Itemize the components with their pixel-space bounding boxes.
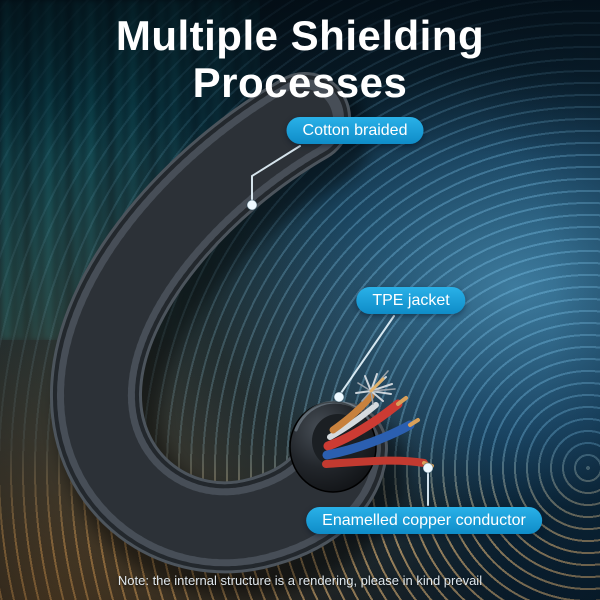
wire-blue — [322, 420, 415, 460]
wire-red-lower — [322, 456, 428, 468]
inner-wires — [322, 392, 434, 468]
wire-blue-tip — [408, 418, 420, 427]
wire-red — [323, 399, 403, 451]
callout-pill-cotton-braided: Cotton braided — [286, 117, 424, 144]
shield-fray — [355, 370, 396, 405]
leader-line-tpe — [340, 315, 395, 394]
title-line-1: Multiple Shielding — [115, 12, 485, 59]
callout-pill-tpe-jacket: TPE jacket — [356, 287, 466, 314]
page-title: Multiple Shielding Processes — [0, 12, 600, 106]
callout-dot-tpe — [333, 391, 345, 403]
disclaimer-note: Note: the internal structure is a render… — [117, 573, 483, 588]
callout-dot-conductor — [422, 462, 434, 474]
callout-dot-cotton — [246, 199, 258, 211]
wire-red-tip — [396, 396, 408, 406]
callout-leaders — [246, 145, 434, 506]
callout-pill-enamelled-copper-conductor: Enamelled copper conductor — [306, 507, 542, 534]
cable-cut-opening — [289, 370, 434, 493]
shield-copper-core — [369, 377, 385, 393]
wire-white — [327, 402, 379, 440]
leader-line-cotton — [251, 145, 301, 201]
wire-copper — [329, 392, 375, 434]
title-line-2: Processes — [192, 59, 408, 107]
